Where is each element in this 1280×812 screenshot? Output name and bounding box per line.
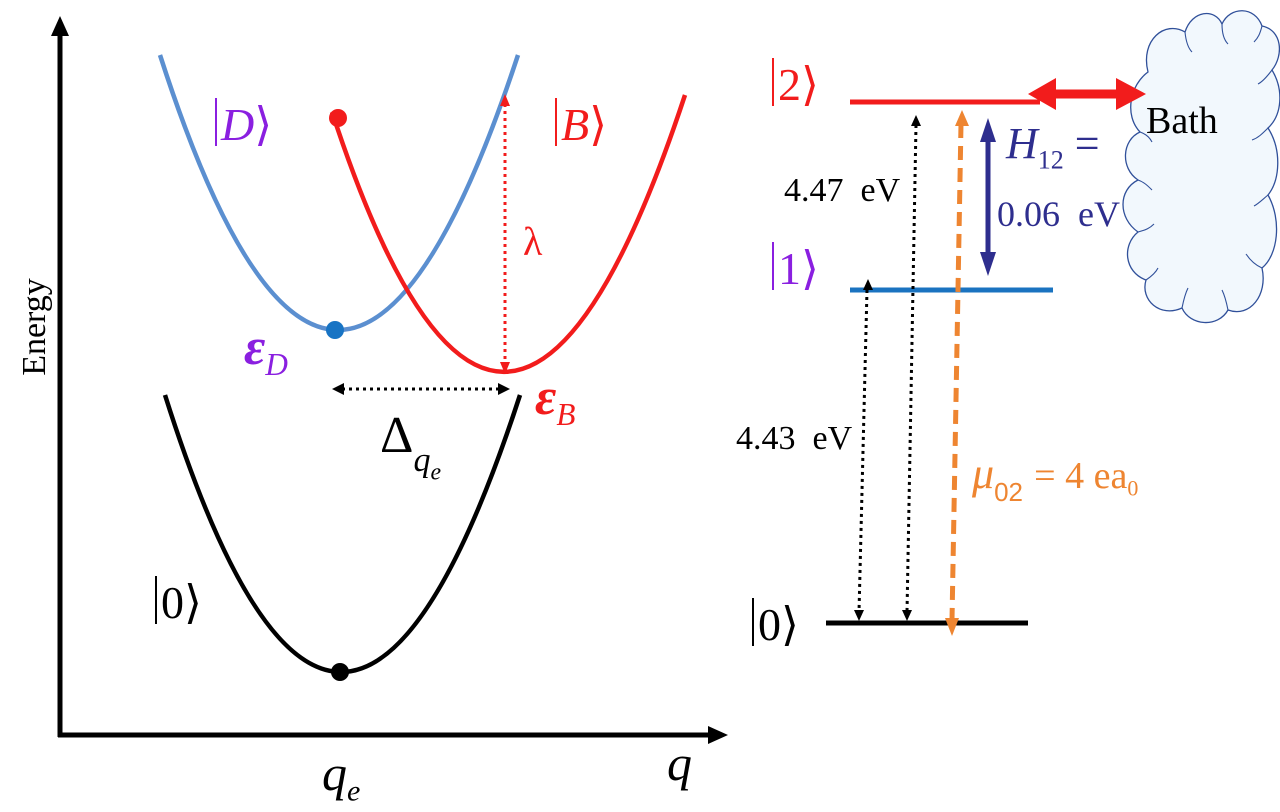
delta-sub-e: e — [430, 459, 442, 486]
bath-arrowhead-left-icon — [1028, 78, 1056, 110]
dipole-value: = 4 ea — [1034, 455, 1128, 497]
x-axis — [58, 726, 728, 744]
coupling-equals: = — [1074, 119, 1100, 168]
dipole-label: μ02 = 4 ea0 — [972, 449, 1139, 507]
ket-2-label: 2⟩ — [772, 58, 819, 108]
transition-02-arrowhead-up-icon — [911, 115, 921, 126]
ket-2-text: 2 — [778, 59, 801, 110]
ket-0-left-label: 0⟩ — [155, 576, 202, 626]
displacement-arrowhead-right-icon — [498, 383, 510, 395]
ket-1-text: 1 — [778, 243, 801, 294]
transition-01-arrowhead-down-icon — [854, 610, 864, 621]
ket-D-label: D⟩ — [215, 98, 272, 148]
transition-01-label: 4.43 eV — [736, 420, 853, 457]
ground-state-curve — [162, 394, 523, 675]
ket-1-label: 1⟩ — [772, 242, 819, 292]
coupling-arrow — [980, 118, 996, 276]
displacement-label: Δqe — [380, 410, 441, 485]
ket-B-text: B — [561, 99, 590, 150]
epsilon-D-sub: D — [265, 346, 288, 382]
epsilon-D-main: ε — [244, 319, 266, 376]
ket-0-right-label: 0⟩ — [752, 598, 799, 648]
ket-0-left-text: 0 — [161, 577, 184, 628]
bath-cloud — [1122, 10, 1280, 324]
transition-01-arrow — [857, 289, 869, 613]
dipole-transition-arrow — [949, 123, 964, 621]
coupling-arrowhead-up-icon — [980, 118, 996, 142]
ket-0-right-text: 0 — [758, 599, 781, 650]
bright-state-curve — [329, 94, 688, 374]
lambda-arrowhead-down-icon — [500, 362, 510, 374]
y-axis — [51, 16, 69, 737]
lambda-arrowhead-up-icon — [500, 94, 510, 106]
coupling-sub: 12 — [1037, 145, 1064, 175]
transition-01-arrowhead-up-icon — [863, 279, 873, 290]
ket-B-label: B⟩ — [555, 98, 607, 148]
ground-state-minimum-dot — [331, 663, 349, 681]
bath-label: Bath — [1146, 100, 1218, 142]
epsilon-B-label: εB — [535, 369, 576, 432]
y-axis-label: Energy — [16, 278, 53, 376]
x-axis-label: q — [667, 735, 692, 791]
ket-D-text: D — [221, 99, 255, 150]
transition-02-arrowhead-down-icon — [902, 610, 912, 621]
epsilon-D-label: εD — [244, 319, 288, 382]
dipole-sub: 02 — [994, 477, 1024, 507]
y-axis-arrowhead-icon — [51, 16, 69, 36]
epsilon-B-main: ε — [535, 369, 557, 426]
dipole-arrowhead-up-icon — [955, 110, 969, 126]
delta-sub-q: q — [413, 441, 431, 479]
transition-02-arrow — [905, 124, 918, 613]
bath-arrowhead-right-icon — [1116, 78, 1146, 110]
coupling-H: H — [1006, 119, 1038, 168]
lambda-label: λ — [523, 219, 543, 264]
coupling-label: H12 = — [1006, 122, 1100, 173]
bath-coupling-arrow — [1028, 78, 1146, 110]
displacement-arrowhead-left-icon — [332, 383, 344, 395]
qe-main: q — [322, 745, 347, 801]
dipole-mu: μ — [972, 449, 995, 498]
dark-state-minimum-dot — [326, 321, 344, 339]
coupling-value: 0.06 eV — [997, 194, 1120, 234]
coupling-arrowhead-down-icon — [980, 252, 996, 276]
transition-02-label: 4.47 eV — [784, 172, 901, 209]
epsilon-B-sub: B — [556, 396, 576, 432]
bright-state-start-dot — [329, 109, 347, 127]
x-tick-label-qe: qe — [322, 748, 360, 807]
x-axis-arrowhead-icon — [708, 726, 728, 744]
dipole-arrowhead-down-icon — [945, 618, 959, 636]
dark-state-curve — [157, 54, 521, 333]
delta-symbol: Δ — [380, 407, 414, 464]
qe-sub: e — [347, 774, 361, 808]
dipole-unit-sub: 0 — [1127, 475, 1139, 501]
